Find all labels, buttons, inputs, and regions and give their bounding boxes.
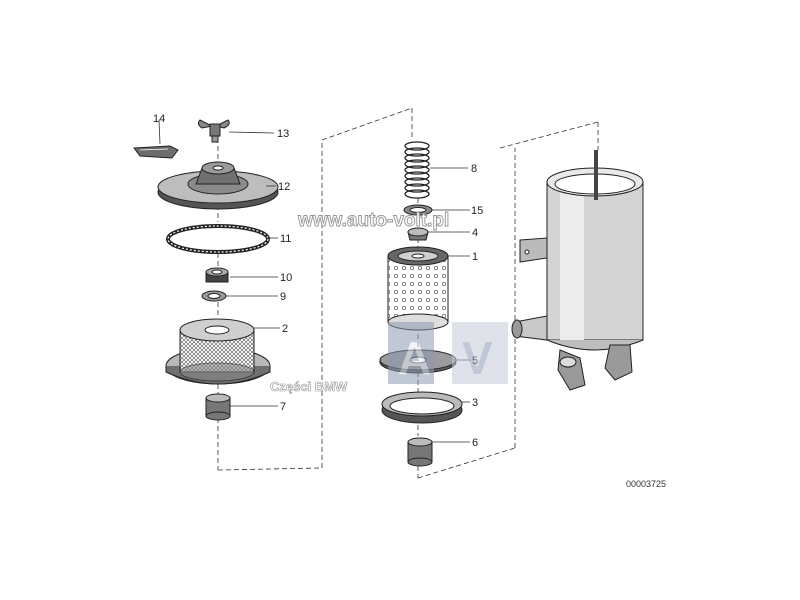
- callout-6: 6: [472, 437, 478, 449]
- part-2-filter-element: [165, 318, 271, 385]
- callout-3: 3: [472, 397, 478, 409]
- part-11-gasket: [166, 224, 270, 254]
- callout-1: 1: [472, 251, 478, 263]
- callout-labels: 14 13 12 11 10 9 2 7 8 15 4 1 5 3 6: [153, 113, 483, 449]
- reference-number: 00003725: [626, 479, 666, 489]
- part-12-cover: [157, 161, 279, 210]
- callout-7: 7: [280, 401, 286, 413]
- watermark-logo-v: V: [462, 332, 493, 384]
- part-14-clip: [133, 145, 179, 159]
- callout-15: 15: [471, 205, 483, 217]
- part-9-washer: [201, 290, 227, 302]
- callout-9: 9: [280, 291, 286, 303]
- callout-14: 14: [153, 113, 165, 125]
- part-13-wing-nut: [197, 119, 230, 143]
- part-10-nut: [205, 267, 229, 283]
- part-1-filter-cartridge: [387, 246, 449, 331]
- watermark-logo-a: A: [398, 332, 431, 384]
- part-8-spring: [404, 141, 430, 199]
- watermark-url: www.auto-volt.pl: [297, 210, 449, 231]
- callout-13: 13: [277, 128, 289, 140]
- callout-12: 12: [278, 181, 290, 193]
- callout-8: 8: [471, 163, 477, 175]
- callout-10: 10: [280, 272, 292, 284]
- filter-housing: [511, 150, 644, 391]
- callout-2: 2: [282, 323, 288, 335]
- part-15-ring: [403, 204, 433, 216]
- watermark-brand: Części BMW: [270, 379, 348, 394]
- assembly-dash-lines: [217, 107, 599, 479]
- callout-11: 11: [280, 233, 291, 245]
- part-3-band: [381, 391, 463, 424]
- callout-4: 4: [472, 227, 478, 239]
- part-7-sleeve: [205, 393, 231, 421]
- part-4-cap: [407, 227, 429, 241]
- part-6-sleeve: [407, 437, 433, 467]
- watermark-logo: A V: [388, 322, 508, 384]
